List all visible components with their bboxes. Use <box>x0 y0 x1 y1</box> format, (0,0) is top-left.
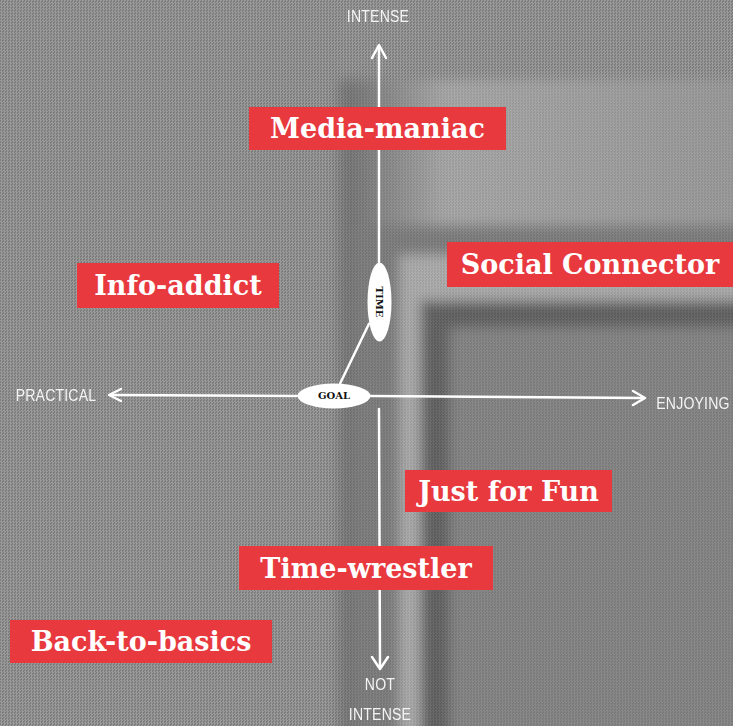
frame-top-edge <box>430 300 733 328</box>
segment-box: Back-to-basics <box>10 620 272 663</box>
axis-end-label: INTENSE <box>334 8 422 26</box>
door-frame <box>340 80 733 726</box>
frame-edge <box>420 300 450 726</box>
segment-name: Time-wrestler <box>260 555 471 582</box>
segment-box: Just for Fun <box>405 470 612 512</box>
segment-name: Back-to-basics <box>31 628 252 655</box>
arrow-down <box>372 657 388 669</box>
vertical-axis-bottom <box>379 409 380 667</box>
segment-box: Time-wrestler <box>239 546 493 590</box>
arrow-right <box>633 391 645 405</box>
vertical-axis-top <box>378 47 381 262</box>
axis-name: TIME <box>375 287 385 318</box>
axis-connector <box>340 324 369 383</box>
segment-name: Social Connector <box>461 251 719 278</box>
axis-oval: GOAL <box>297 383 371 409</box>
axis-oval: TIME <box>367 262 392 342</box>
segment-name: Just for Fun <box>418 478 599 505</box>
axis-end-label: ENJOYING <box>653 395 732 413</box>
arrow-left <box>109 389 121 401</box>
axis-name: GOAL <box>318 391 350 401</box>
arrow-up <box>372 45 386 58</box>
axis-end-label: NOT INTENSE <box>345 670 415 726</box>
segment-box: Media-maniac <box>249 107 506 150</box>
oval-shape <box>368 263 392 342</box>
segment-box: Info-addict <box>77 263 279 308</box>
horizontal-axis-right <box>371 396 644 398</box>
frame-outer <box>340 80 733 726</box>
frame-opening <box>440 320 733 726</box>
frame-inner <box>400 255 733 726</box>
horizontal-axis-left <box>110 395 297 396</box>
axis-end-label: PRACTICAL <box>12 387 100 405</box>
segment-name: Media-maniac <box>270 115 485 142</box>
oval-shape <box>298 384 371 409</box>
segment-box: Social Connector <box>447 242 733 287</box>
segment-name: Info-addict <box>94 272 262 299</box>
